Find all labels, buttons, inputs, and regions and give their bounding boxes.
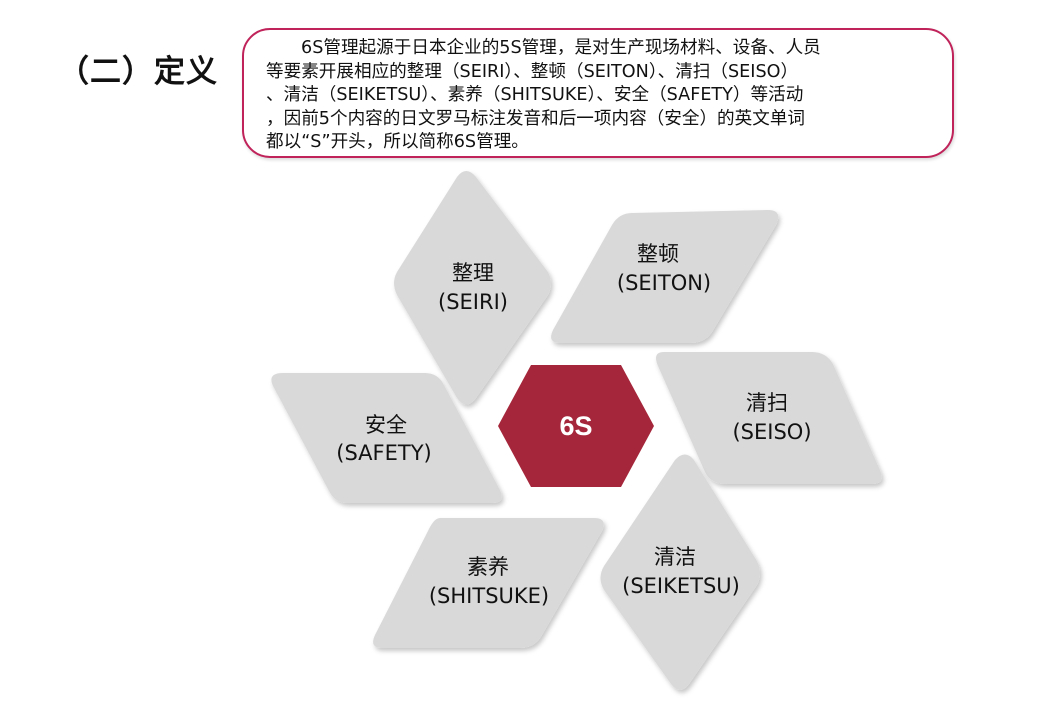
petal-seiso-cn: 清扫 [746,391,788,415]
definition-line: ，因前5个内容的日文罗马标注发音和后一项内容（安全）的英文单词 [266,108,806,129]
definition-line: 6S管理起源于日本企业的5S管理，是对生产现场材料、设备、人员 [301,38,821,58]
petal-seiketsu [600,454,760,690]
petal-seiton-cn: 整顿 [637,242,679,266]
petal-shitsuke-cn: 素养 [467,555,509,579]
definition-line: 都以“S”开头，所以简称6S管理。 [266,132,529,152]
petal-seiso-en: (SEISO) [732,420,811,444]
definition-line: 、清洁（SEIKETSU）、素养（SHITSUKE）、安全（SAFETY）等活动 [266,85,804,105]
petal-safety-en: (SAFETY) [336,441,431,465]
petal-seiton [551,210,779,343]
section-heading: （二）定义 [58,54,218,90]
definition-line: 等要素开展相应的整理（SEIRI）、整顿（SEITON）、清扫（SEISO） [266,61,799,82]
center-label: 6S [559,411,592,441]
petal-safety [271,373,502,503]
petal-seiketsu-en: (SEIKETSU) [622,574,740,598]
definition-box: 6S管理起源于日本企业的5S管理，是对生产现场材料、设备、人员 等要素开展相应的… [242,28,954,158]
center-hexagon [498,365,654,487]
petal-shitsuke [373,518,604,648]
petal-seiketsu-cn: 清洁 [654,545,696,569]
petal-seiri-cn: 整理 [452,261,494,285]
petal-seiso [656,352,882,484]
petal-seiton-en: (SEITON) [617,271,711,295]
petal-safety-cn: 安全 [365,413,407,437]
petal-seiri [394,171,551,405]
petal-seiri-en: (SEIRI) [438,290,508,314]
petal-shitsuke-en: (SHITSUKE) [429,584,549,608]
